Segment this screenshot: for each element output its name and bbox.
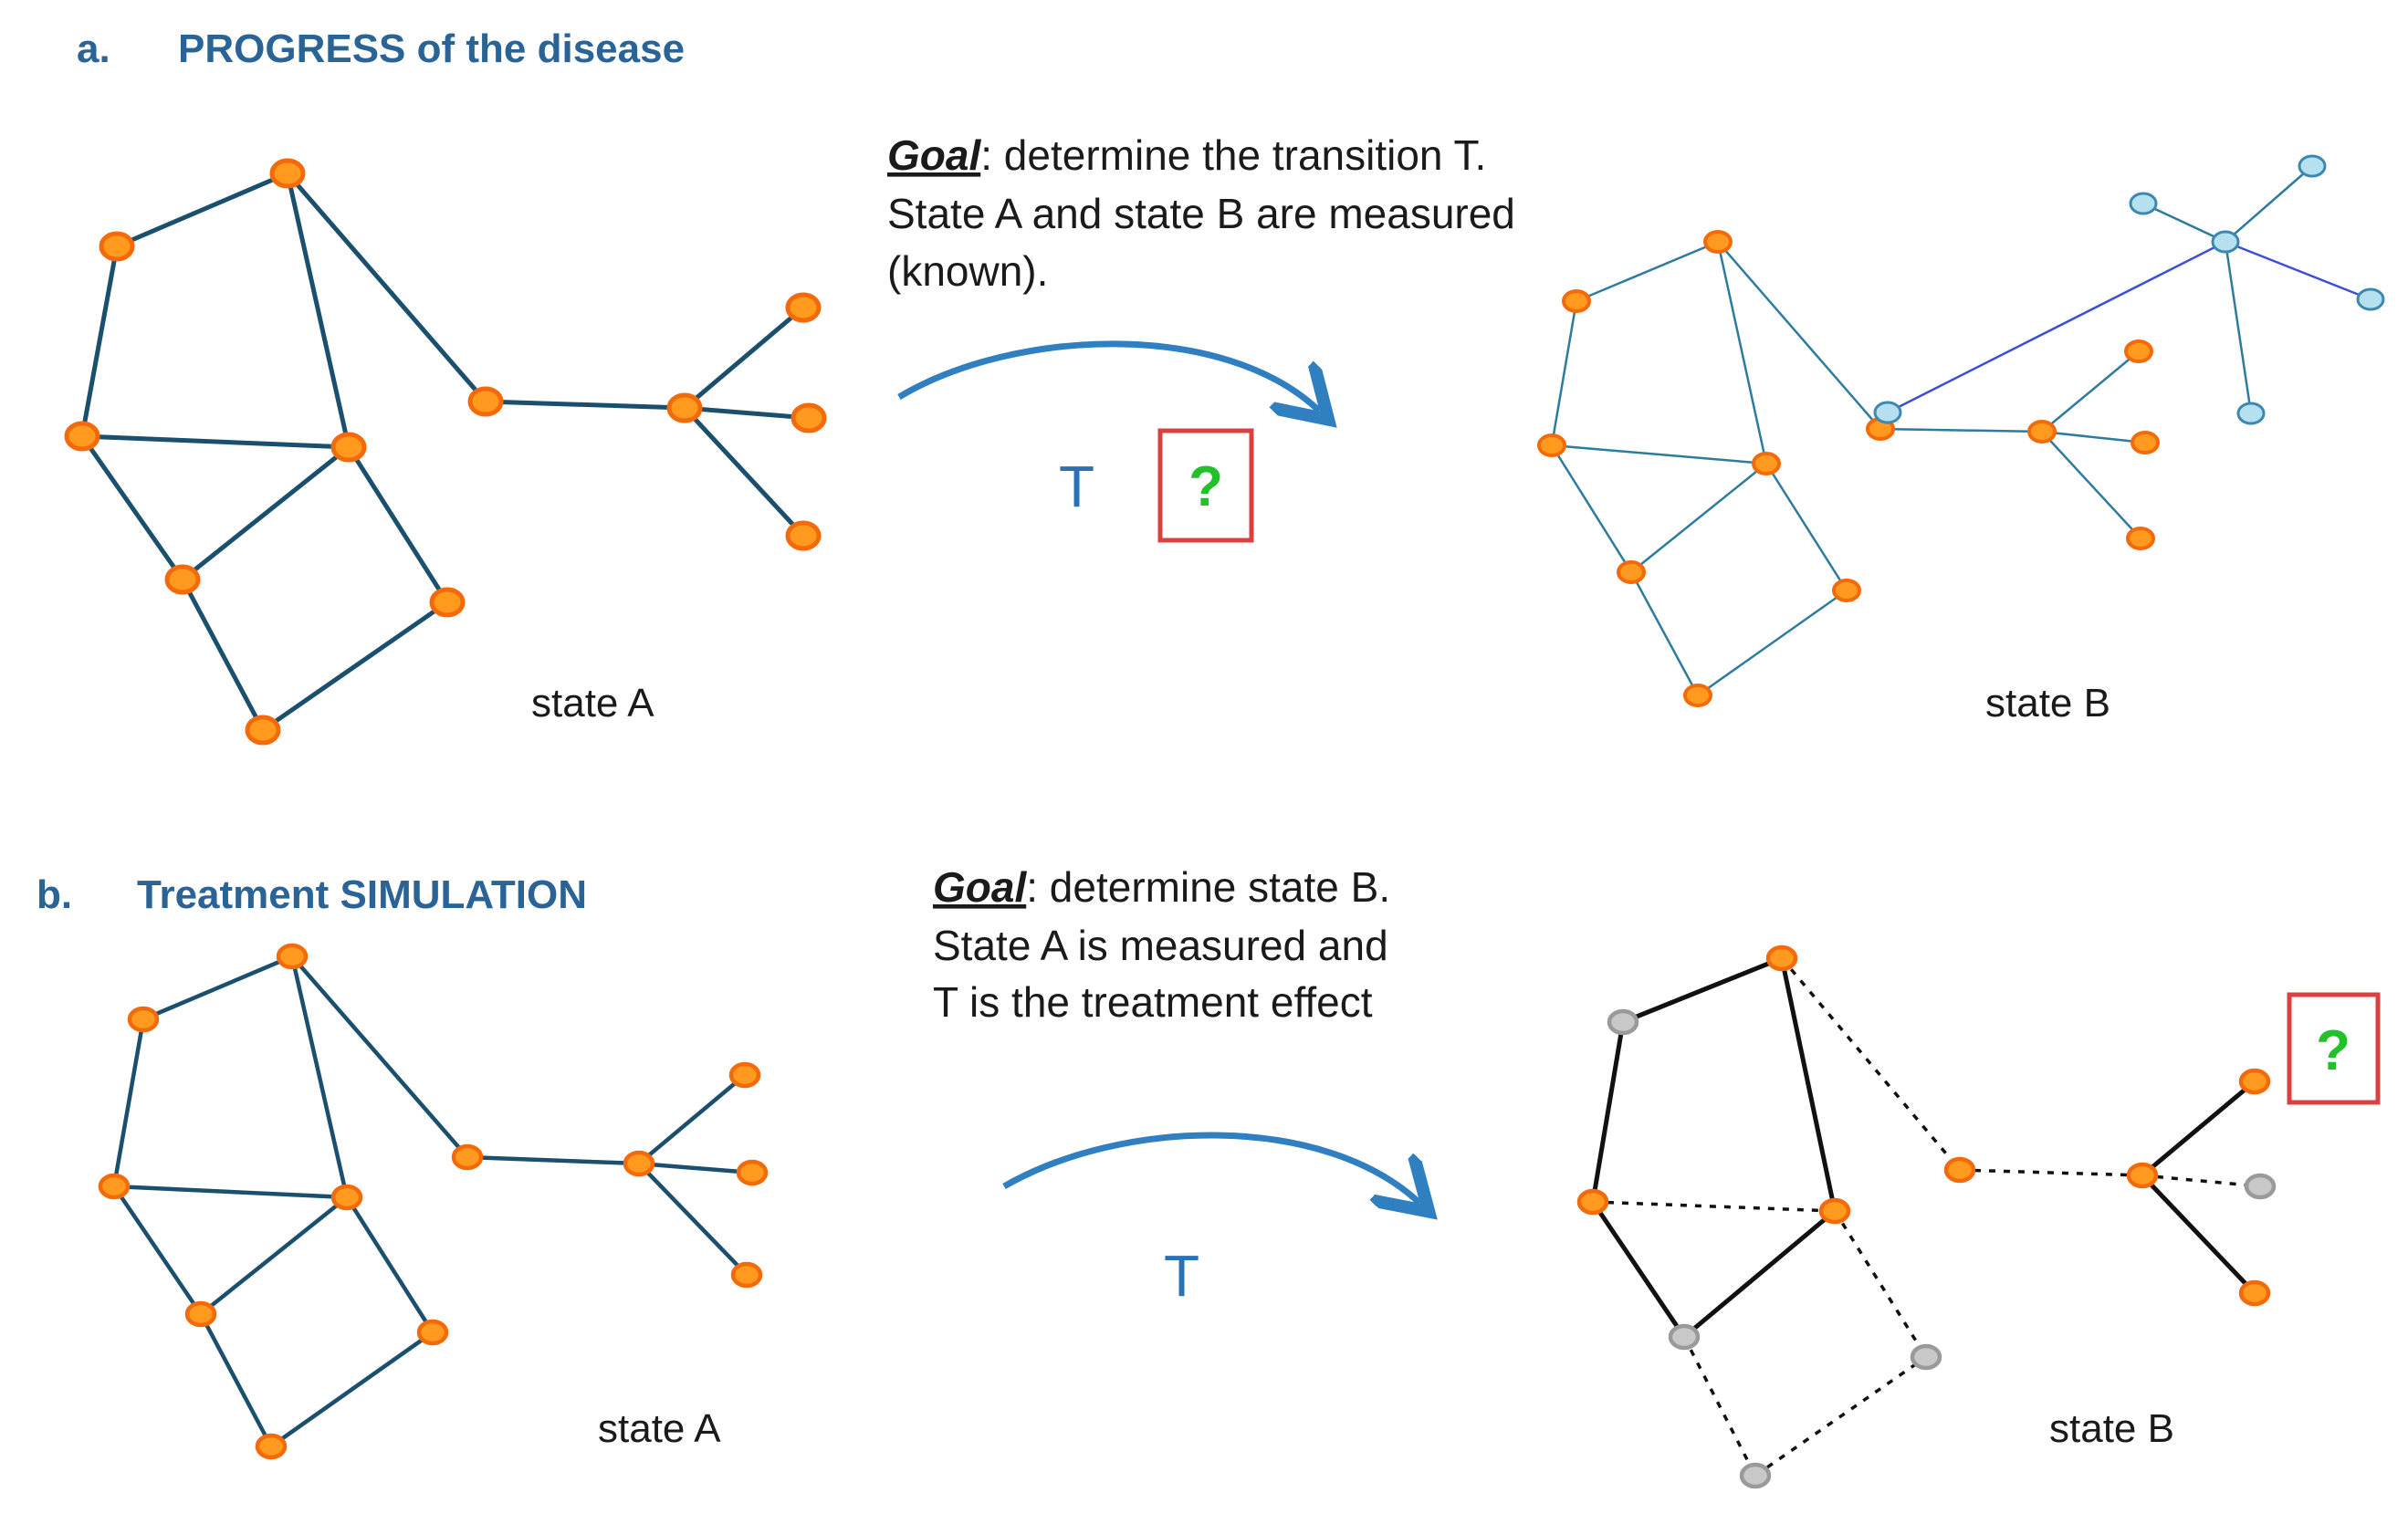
panel-a-state-b-blue-edges	[1887, 240, 2371, 414]
panel-a-state-b-label: state B	[1985, 681, 2110, 725]
panel-b-question-box	[2287, 992, 2381, 1105]
panel-b-letter: b.	[37, 872, 72, 917]
panel-b-question-mark: ?	[2316, 1019, 2350, 1082]
panel-b-state-b-solid-edges	[1590, 955, 2256, 1339]
panel-b: b. Treatment SIMULATION Goal: determine …	[37, 863, 2381, 1489]
panel-a-transition-arrow	[897, 340, 1319, 411]
panel-a: a. PROGRESS of the disease Goal: determi…	[64, 26, 2385, 746]
panel-a-question-mark: ?	[1188, 455, 1223, 518]
panel-b-state-b-dashed-edges	[1592, 956, 2261, 1477]
panel-a-transition-label: T	[1059, 454, 1094, 519]
panel-a-letter: a.	[77, 26, 110, 71]
panel-b-state-b-removed-nodes	[1607, 1008, 2277, 1489]
panel-b-title: Treatment SIMULATION	[137, 872, 587, 917]
panel-a-goal-text-1: : determine the transition T.	[980, 131, 1486, 179]
panel-a-goal-line-2: State A and state B are measured	[887, 190, 1515, 237]
panel-b-goal-text-1: : determine state B.	[1026, 863, 1390, 911]
panel-b-goal-line-2: State A is measured and	[933, 922, 1388, 969]
panel-a-state-a-edges	[79, 171, 810, 733]
panel-b-goal-line-3: T is the treatment effect	[933, 978, 1373, 1026]
panel-b-state-a-nodes	[98, 943, 769, 1460]
panel-b-state-b-nodes	[1576, 945, 2271, 1307]
panel-b-goal-line-1: Goal: determine state B.	[933, 863, 1390, 911]
panel-b-state-b-network: ? state B	[1576, 945, 2381, 1489]
panel-a-state-b-edges	[1550, 165, 2313, 697]
panel-b-transition-label: T	[1164, 1243, 1199, 1309]
panel-b-transition-arrow	[1002, 1132, 1419, 1203]
panel-b-goal-key: Goal	[933, 863, 1027, 911]
panel-a-state-b-network: state B	[1537, 154, 2385, 725]
panel-a-question-box	[1157, 428, 1254, 543]
panel-a-goal-line-1: Goal: determine the transition T.	[887, 131, 1486, 179]
panel-a-state-a-network: state A	[64, 158, 827, 746]
panel-b-state-a-label: state A	[598, 1406, 721, 1451]
panel-a-goal-key: Goal	[887, 131, 981, 179]
panel-a-state-a-label: state A	[531, 681, 654, 725]
panel-a-state-b-nodes	[1537, 230, 2160, 707]
panel-b-state-a-network: state A	[98, 943, 769, 1460]
panel-a-goal-line-3: (known).	[887, 247, 1048, 295]
panel-b-state-a-edges	[111, 954, 753, 1448]
panel-b-state-b-label: state B	[2049, 1406, 2174, 1451]
panel-a-title: PROGRESS of the disease	[178, 26, 685, 71]
panel-a-state-b-new-nodes	[1873, 154, 2385, 425]
panel-a-state-a-nodes	[64, 158, 827, 746]
